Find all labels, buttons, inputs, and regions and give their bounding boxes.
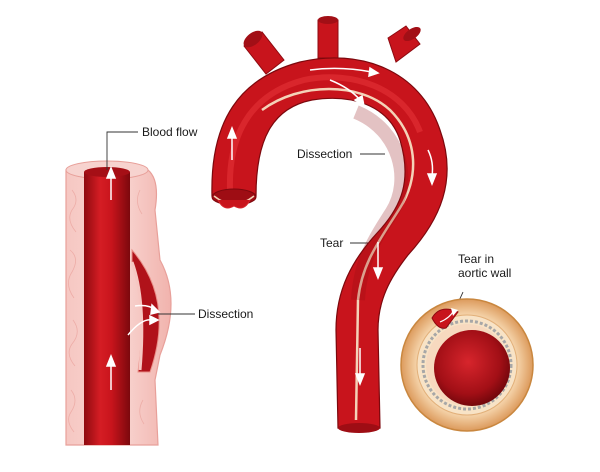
aorta-cross-section xyxy=(401,299,533,431)
label-dissection-vessel: Dissection xyxy=(198,307,253,321)
aortic-branch-2 xyxy=(318,20,338,58)
label-dissection-arch: Dissection xyxy=(297,147,352,161)
label-tear: Tear xyxy=(320,236,343,250)
vessel-lumen xyxy=(84,172,130,445)
cross-section-lumen xyxy=(434,330,510,406)
label-blood-flow: Blood flow xyxy=(142,125,197,139)
label-tear-in-aortic-wall: Tear in aortic wall xyxy=(458,252,522,280)
vessel-longitudinal-section xyxy=(66,161,171,445)
